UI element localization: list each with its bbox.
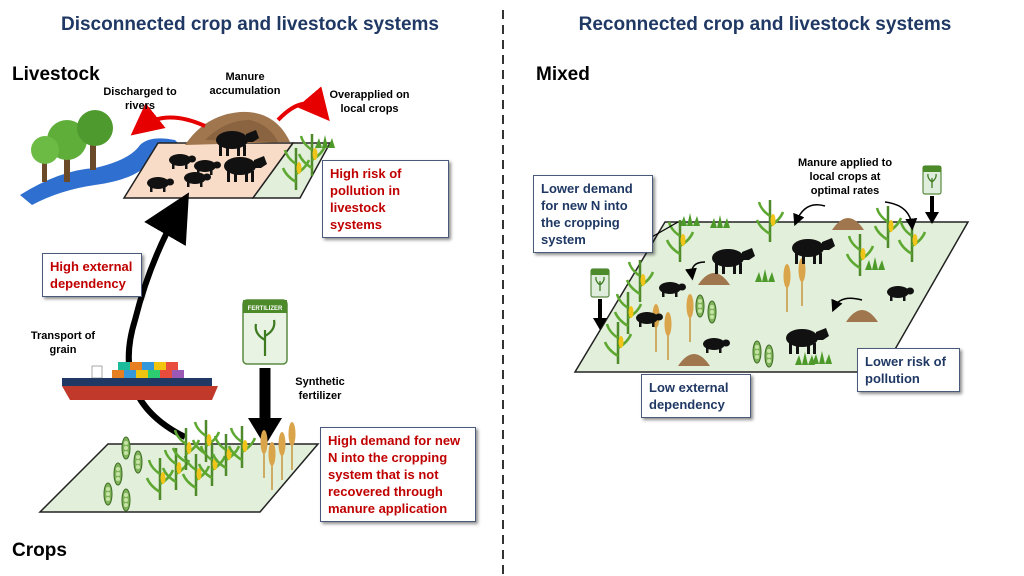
box-lower-demand: Lower demand for new N into the cropping… xyxy=(533,175,653,253)
section-mixed: Mixed xyxy=(536,64,590,85)
fertilizer-bag-label: FERTILIZER xyxy=(248,306,283,312)
label-manure-applied: Manure applied to local crops at optimal… xyxy=(797,157,893,197)
box-low-external: Low external dependency xyxy=(641,374,751,418)
label-synthetic: Synthetic fertilizer xyxy=(295,376,345,402)
label-overapplied: Overapplied on local crops xyxy=(329,89,410,115)
box-high-external: High external dependency xyxy=(42,253,142,297)
box-high-risk: High risk of pollution in livestock syst… xyxy=(322,160,449,238)
fertilizer-bag-icon xyxy=(242,299,288,365)
label-discharged: Discharged to rivers xyxy=(103,86,177,112)
right-title: Reconnected crop and livestock systems xyxy=(578,14,952,35)
cargo-ship-icon xyxy=(62,362,218,400)
section-livestock: Livestock xyxy=(12,64,100,85)
left-title: Disconnected crop and livestock systems xyxy=(60,14,440,35)
section-crops: Crops xyxy=(12,540,67,561)
label-manure-accumulation: Manure accumulation xyxy=(209,71,281,97)
tree-icon xyxy=(31,110,113,182)
box-high-demand: High demand for new N into the cropping … xyxy=(320,427,476,522)
label-transport: Transport of grain xyxy=(30,330,96,356)
box-lower-risk: Lower risk of pollution xyxy=(857,348,960,392)
